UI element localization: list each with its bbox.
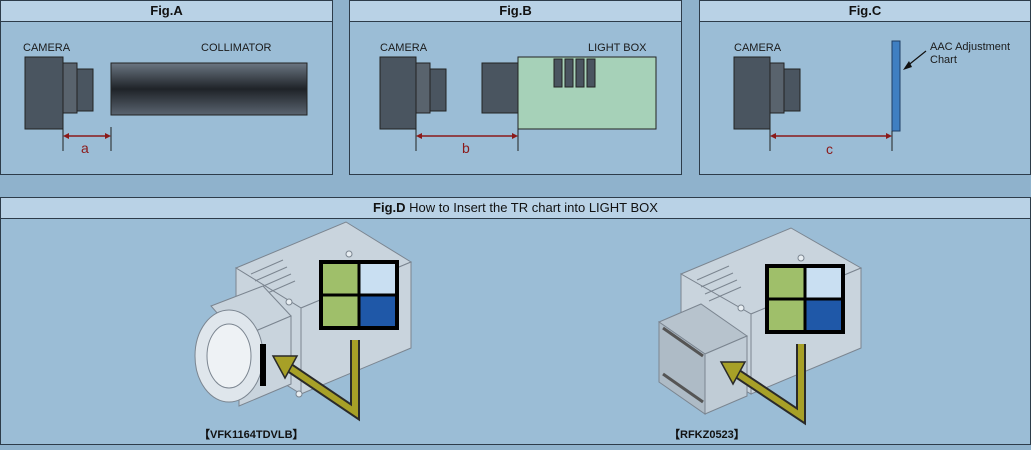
fig-c-drawing: CAMERA AAC Adjustment Chart c: [733, 40, 1010, 157]
left-model-label: 【VFK1164TDVLB】: [199, 428, 304, 441]
fig-c-camera-icon: [733, 56, 801, 130]
fig-a-title: Fig.A: [1, 1, 332, 22]
fig-b-panel: Fig.B CAMERA LIGHT BOX b: [349, 0, 682, 175]
left-insert-arrow-icon: [271, 340, 360, 422]
fig-b-lightbox-icon: [481, 56, 657, 130]
fig-a-drawing: CAMERA COLLIMATOR a: [23, 42, 308, 156]
fig-a-dimension: [62, 127, 112, 151]
right-insert-arrow-icon: [719, 344, 806, 426]
fig-c-chart-icon: [891, 40, 901, 132]
fig-b-camera-icon: [379, 56, 447, 130]
fig-c-pointer-arrow-icon: [903, 50, 927, 70]
fig-a-dimension-label: a: [81, 140, 89, 156]
fig-b-camera-label: CAMERA: [380, 42, 428, 54]
fig-d-header: Fig.D How to Insert the TR chart into LI…: [1, 198, 1030, 219]
right-tr-chart: [765, 264, 845, 334]
fig-d-panel: Fig.D How to Insert the TR chart into LI…: [0, 197, 1031, 445]
fig-a-camera-label: CAMERA: [23, 42, 71, 54]
fig-c-title: Fig.C: [700, 1, 1030, 22]
left-chart-slot: [260, 344, 266, 386]
fig-b-dimension-label: b: [462, 140, 470, 156]
fig-d-drawing: 【VFK1164TDVLB】: [194, 221, 863, 441]
fig-a-camera-icon: [24, 56, 94, 130]
right-model-label: 【RFKZ0523】: [669, 428, 745, 441]
fig-c-panel: Fig.C CAMERA AAC Adjustment Chart c: [699, 0, 1031, 175]
fig-b-dimension: [415, 129, 519, 151]
fig-c-chart-label-line2: Chart: [930, 54, 957, 66]
left-tr-chart: [319, 260, 399, 330]
fig-b-title: Fig.B: [350, 1, 681, 22]
fig-b-lightbox-label: LIGHT BOX: [588, 42, 647, 54]
fig-a-collimator-label: COLLIMATOR: [201, 42, 272, 54]
fig-b-drawing: CAMERA LIGHT BOX b: [379, 42, 657, 156]
fig-a-panel: Fig.A CAMERA COLLIMATOR a: [0, 0, 333, 175]
fig-d-title: Fig.D: [373, 200, 406, 215]
fig-c-dimension-label: c: [826, 141, 833, 157]
fig-a-collimator-icon: [110, 62, 308, 116]
fig-c-camera-label: CAMERA: [734, 42, 782, 54]
fig-c-chart-label-line1: AAC Adjustment: [930, 41, 1010, 53]
fig-c-dimension: [769, 129, 893, 151]
fig-d-subtitle: How to Insert the TR chart into LIGHT BO…: [409, 200, 658, 215]
